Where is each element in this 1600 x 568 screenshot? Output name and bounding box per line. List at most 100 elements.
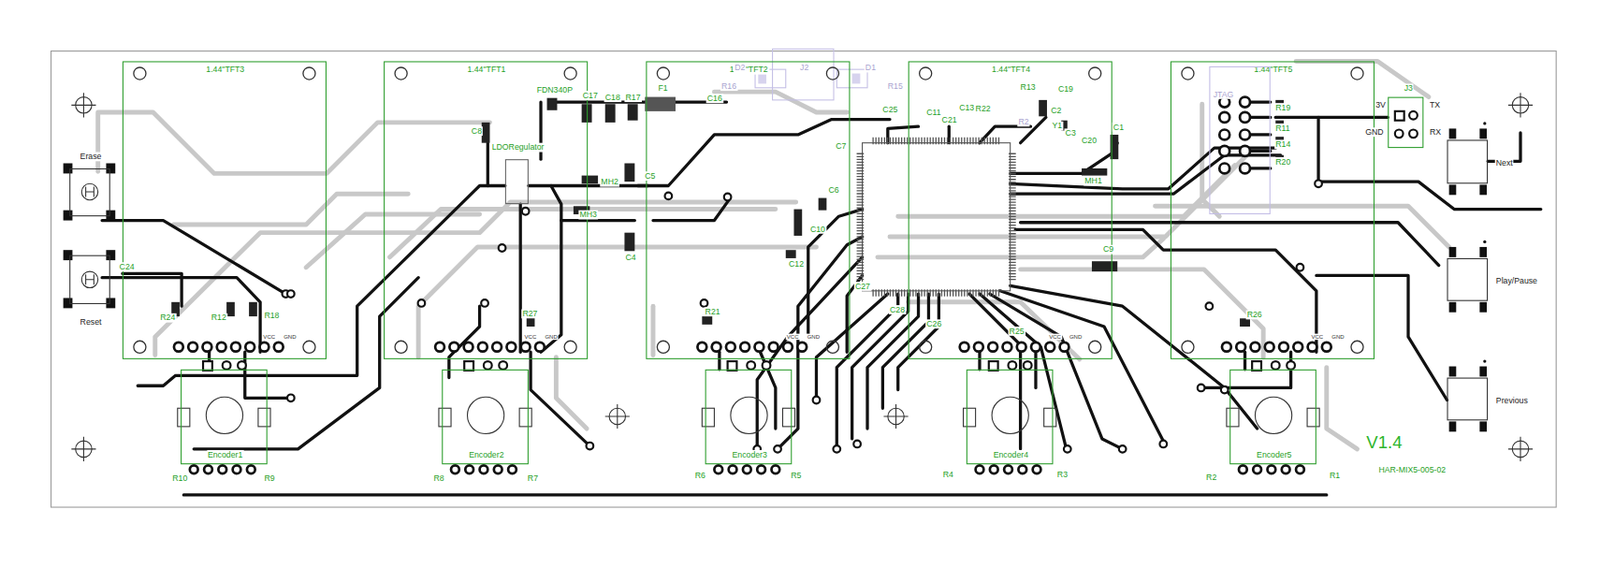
button-footprints <box>63 121 1487 432</box>
component-label: VCC <box>261 334 277 341</box>
component-label: C12 <box>787 259 805 269</box>
enc-label: Encoder1 <box>206 450 245 460</box>
component-label: MH1 <box>1083 176 1104 187</box>
enc-outline: Encoder1 <box>180 369 268 465</box>
component-label: VCC <box>1047 334 1062 341</box>
btn-outline: Play/Pause <box>1446 258 1488 302</box>
j3-label: RX <box>1428 127 1442 137</box>
component-label: R26 <box>1246 310 1264 320</box>
version-text: V1.4 <box>1365 432 1403 452</box>
component-label: C21 <box>941 115 959 125</box>
btn-outline: Previous <box>1446 378 1488 422</box>
j3-label: GND <box>1364 127 1385 137</box>
enc-label: Encoder4 <box>992 450 1031 460</box>
encoder-footprints <box>177 361 1320 474</box>
component-label: VCC <box>1309 334 1324 341</box>
component-label: GND <box>282 334 298 341</box>
component-label: R3 <box>1056 470 1069 480</box>
component-label: C10 <box>809 224 827 234</box>
component-label: GND <box>806 334 822 341</box>
j3-label: 3V <box>1374 100 1387 110</box>
component-label: C9 <box>1102 245 1115 255</box>
btn-label: Play/Pause <box>1495 276 1539 286</box>
component-label: C19 <box>1057 85 1075 95</box>
enc-outline: Encoder5 <box>1229 369 1317 465</box>
tft-outline: 1.44"TFT5 <box>1170 60 1375 359</box>
component-label: R17 <box>624 92 641 102</box>
component-label: F1 <box>656 83 669 93</box>
enc-label: Encoder3 <box>730 450 769 460</box>
component-label: Y1 <box>1050 121 1063 131</box>
ldo-outline: LDORegulator <box>505 159 529 204</box>
btn-label: Previous <box>1495 395 1529 406</box>
tft-footprints <box>133 67 1364 353</box>
component-label: C1 <box>1112 122 1125 132</box>
component-label: C6 <box>827 185 840 195</box>
component-label: C26 <box>925 319 943 329</box>
component-label: GND <box>1330 334 1346 341</box>
component-label: R15 <box>887 81 904 91</box>
enc-outline: Encoder2 <box>441 369 529 465</box>
jtag-outline: JTAG <box>1208 66 1270 215</box>
component-label: C4 <box>624 252 637 262</box>
enc-label: Encoder5 <box>1255 450 1294 460</box>
component-label: R6 <box>694 471 707 481</box>
component-label: R14 <box>1274 139 1292 149</box>
faded-usb-parts <box>755 48 868 101</box>
component-label: C8 <box>470 126 483 136</box>
component-label: C28 <box>888 305 906 315</box>
component-label: R2 <box>1205 472 1218 482</box>
component-label: HAR-MIX5-005-02 <box>1377 465 1447 475</box>
btn-label: Reset <box>79 317 103 327</box>
component-label: R2 <box>1017 116 1030 127</box>
component-label: R8 <box>432 473 445 483</box>
component-label: C20 <box>1080 135 1098 146</box>
tft-label: 1.44"TFT3 <box>204 65 246 75</box>
j3-label: TX <box>1428 100 1441 110</box>
component-label: GND <box>543 334 559 341</box>
component-label: D2 <box>733 63 746 73</box>
mcu-chip <box>859 141 1012 293</box>
component-label: R7 <box>526 473 539 483</box>
component-label: R11 <box>1274 123 1292 133</box>
component-label: R19 <box>1274 102 1292 113</box>
mounting-holes <box>71 92 1533 462</box>
ldo-label: LDORegulator <box>491 143 546 153</box>
jtag-label: JTAG <box>1212 89 1236 100</box>
tft-outline: 1.44"TFT2 <box>645 60 850 359</box>
component-label: R13 <box>1019 82 1037 92</box>
component-label: R25 <box>1008 326 1026 336</box>
component-label: R10 <box>171 473 189 483</box>
j3-label: J3 <box>1403 83 1414 93</box>
component-label: R18 <box>262 311 280 321</box>
vias <box>282 179 1323 452</box>
component-label: MH2 <box>599 177 620 188</box>
tft-label: 1.44"TFT1 <box>465 65 507 75</box>
btn-label: Next <box>1495 158 1514 168</box>
component-label: FDN340P <box>536 86 574 96</box>
component-label: VCC <box>785 334 800 341</box>
component-label: C16 <box>706 93 724 103</box>
bottom-traces <box>98 60 1450 449</box>
component-label: C3 <box>1063 128 1077 138</box>
component-label: R21 <box>704 306 722 317</box>
component-label: R20 <box>1274 157 1292 167</box>
tft-outline: 1.44"TFT4 <box>908 60 1113 359</box>
enc-outline: Encoder3 <box>705 369 793 465</box>
component-label: C27 <box>854 281 872 291</box>
component-label: C13 <box>958 102 975 113</box>
tft-label: 1.44"TFT4 <box>990 65 1032 75</box>
component-label: J2 <box>799 63 810 73</box>
component-label: C25 <box>881 104 899 115</box>
component-label: R27 <box>521 308 539 319</box>
btn-outline: Reset <box>69 255 111 305</box>
component-label: R12 <box>210 313 228 323</box>
smd-pads <box>171 97 1284 327</box>
component-label: D1 <box>864 63 877 73</box>
component-label: C18 <box>604 92 622 102</box>
tft-outline: 1.44"TFT1 <box>383 60 588 359</box>
component-label: C5 <box>643 171 656 181</box>
j3-outline: J33VTXGNDRX <box>1387 97 1424 149</box>
